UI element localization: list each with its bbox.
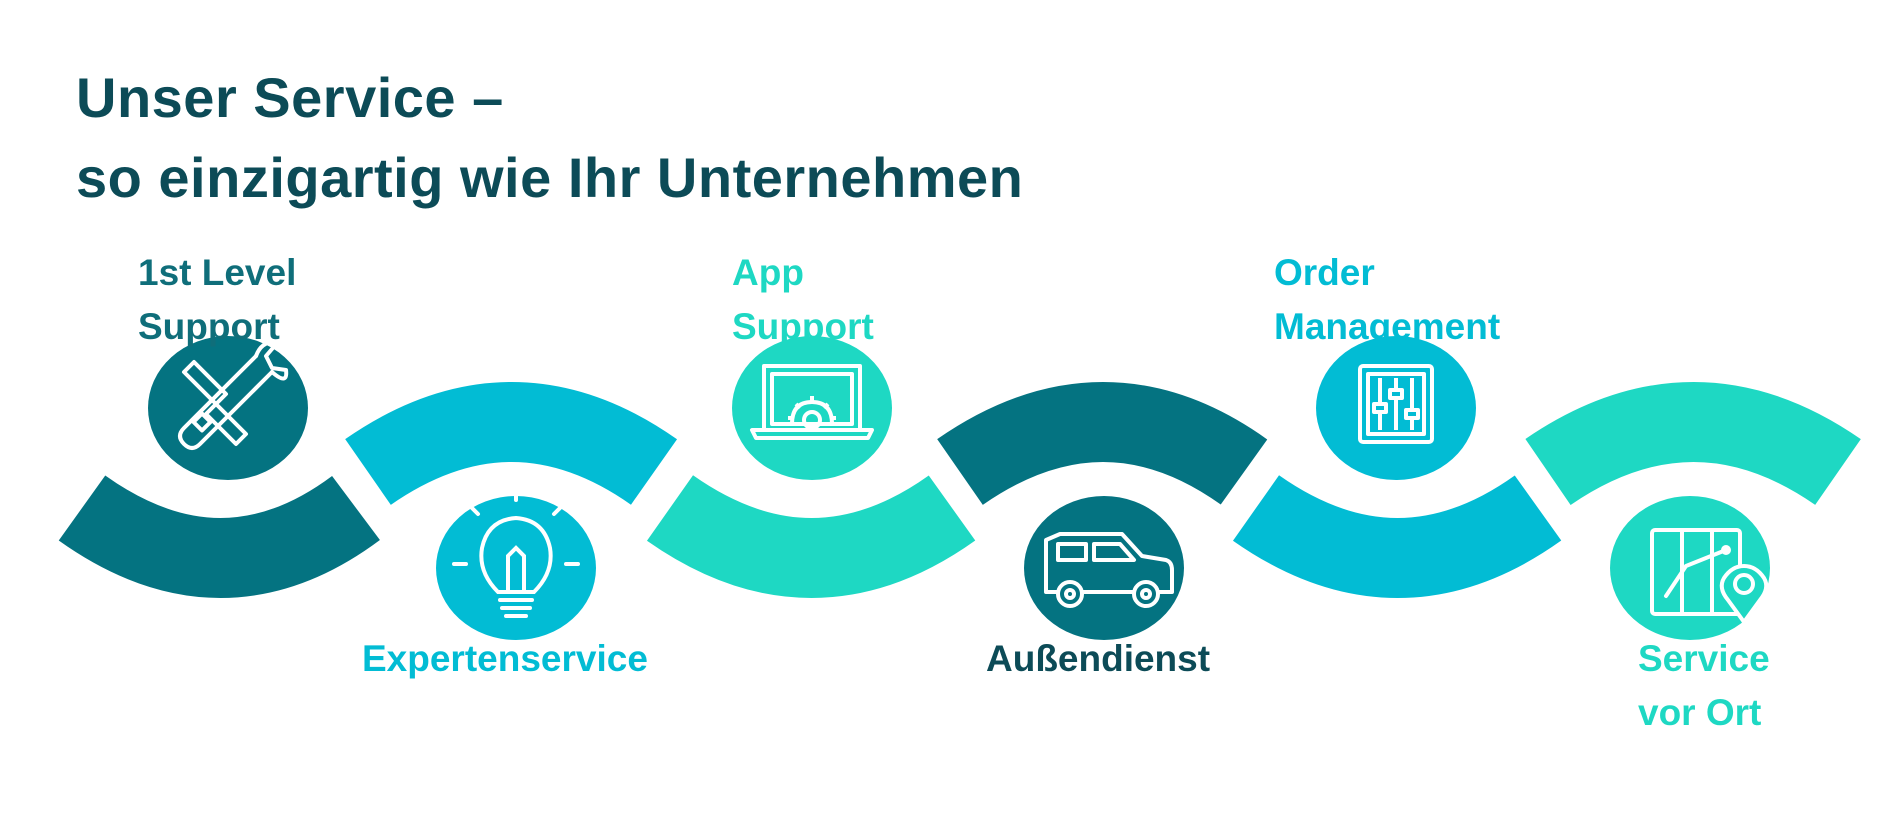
step-5-line-2: Management [1274, 306, 1501, 347]
title-line-1: Unser Service – [76, 66, 504, 129]
step-label-order-management: Order Management [1274, 246, 1500, 354]
step-3-line-2: Support [732, 306, 874, 347]
wave-segment-6 [1525, 382, 1861, 506]
step-5-line-1: Order [1274, 252, 1375, 293]
step-circle-1 [148, 336, 308, 480]
step-1-line-2: Support [138, 306, 280, 347]
step-circle-2 [436, 496, 596, 640]
title-line-2: so einzigartig wie Ihr Unternehmen [76, 146, 1024, 209]
sliders-icon [1358, 364, 1434, 444]
map-pin-icon [1650, 528, 1769, 624]
step-label-aussendienst: Außendienst [986, 632, 1210, 686]
wave-segment-2 [345, 382, 678, 506]
step-label-service-vor-ort: Service vor Ort [1638, 632, 1770, 740]
lightbulb-icon [452, 486, 580, 618]
step-2-line-1: Expertenservice [362, 638, 648, 679]
laptop-gear-icon [750, 364, 874, 440]
tools-icon [178, 339, 289, 450]
step-6-line-1: Service [1638, 638, 1770, 679]
step-4-line-1: Außendienst [986, 638, 1211, 679]
car-icon [1044, 532, 1174, 608]
step-circle-3 [732, 336, 892, 480]
step-label-expertenservice: Expertenservice [362, 632, 648, 686]
step-label-app-support: App Support [732, 246, 874, 354]
wave-segment-4 [937, 382, 1268, 506]
step-6-line-2: vor Ort [1638, 692, 1762, 733]
step-1-line-1: 1st Level [138, 252, 297, 293]
wave-segment-1 [58, 475, 380, 598]
page-title: Unser Service – so einzigartig wie Ihr U… [76, 58, 1023, 218]
step-label-1st-level-support: 1st Level Support [138, 246, 296, 354]
step-3-line-1: App [732, 252, 804, 293]
wave-segment-3 [646, 474, 976, 598]
wave-segment-5 [1232, 474, 1562, 598]
